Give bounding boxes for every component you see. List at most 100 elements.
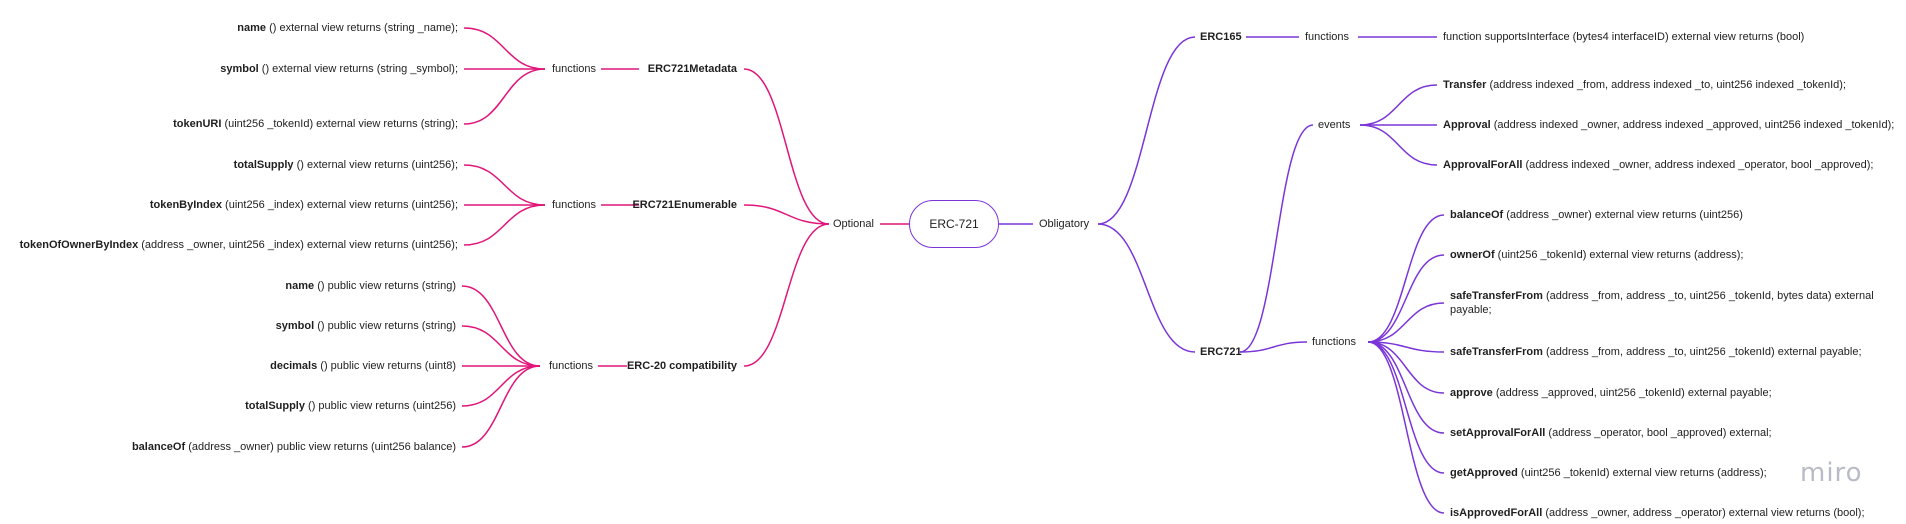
branch-optional[interactable]: Optional bbox=[833, 217, 874, 231]
leaf-rest: () external view returns (string _name); bbox=[266, 22, 458, 34]
edge-functions-leaf-3 bbox=[1367, 341, 1445, 353]
edge-optional-metadata bbox=[743, 68, 830, 225]
leaf-rest: (address _from, address _to, uint256 _to… bbox=[1542, 346, 1862, 358]
events-label: events bbox=[1318, 119, 1351, 131]
edge-erc20-leaf-4 bbox=[461, 365, 541, 448]
leaf-fn-balanceof[interactable]: balanceOf (address _owner) external view… bbox=[1450, 208, 1743, 222]
edge-events-leaf-2 bbox=[1359, 124, 1438, 166]
leaf-name: safeTransferFrom bbox=[1450, 346, 1543, 358]
leaf-rest: (address indexed _from, address indexed … bbox=[1486, 79, 1846, 91]
leaf-rest: (uint256 _tokenId) external view returns… bbox=[221, 118, 458, 130]
leaf-name: symbol bbox=[275, 320, 315, 332]
edge-erc20-leaf-0 bbox=[461, 285, 541, 367]
leaf-name: Approval bbox=[1443, 119, 1491, 131]
leaf-rest: (uint256 _index) external view returns (… bbox=[221, 199, 458, 211]
leaf-rest: (address _owner, address _operator) exte… bbox=[1542, 507, 1865, 519]
functions-label: functions bbox=[551, 199, 596, 211]
edge-functions-leaf-5 bbox=[1367, 341, 1445, 434]
leaf-rest: () external view returns (uint256); bbox=[293, 159, 458, 171]
edge-events-leaf-0 bbox=[1359, 84, 1438, 126]
leaf-name: tokenOfOwnerByIndex bbox=[19, 239, 139, 251]
leaf-fn-ownerof[interactable]: ownerOf (uint256 _tokenId) external view… bbox=[1450, 248, 1743, 262]
branch-optional-label: Optional bbox=[833, 218, 874, 230]
leaf-metadata-symbol[interactable]: symbol () external view returns (string … bbox=[220, 62, 458, 76]
leaf-name: balanceOf bbox=[131, 441, 186, 453]
leaf-event-transfer[interactable]: Transfer (address indexed _from, address… bbox=[1443, 78, 1846, 92]
leaf-fn-safetransferfrom[interactable]: safeTransferFrom (address _from, address… bbox=[1450, 345, 1862, 359]
group-erc721[interactable]: ERC721 bbox=[1200, 345, 1242, 359]
group-erc20-compatibility-label: ERC-20 compatibility bbox=[626, 360, 737, 372]
leaf-fn-isapprovedforall[interactable]: isApprovedForAll (address _owner, addres… bbox=[1450, 506, 1865, 520]
leaf-fn-getapproved[interactable]: getApproved (uint256 _tokenId) external … bbox=[1450, 466, 1767, 480]
group-erc721metadata[interactable]: ERC721Metadata bbox=[648, 62, 737, 76]
erc721-events[interactable]: events bbox=[1318, 118, 1350, 132]
leaf-rest: () public view returns (string) bbox=[314, 280, 456, 292]
leaf-enumerable-tokenofownerbyindex[interactable]: tokenOfOwnerByIndex (address _owner, uin… bbox=[20, 238, 458, 252]
leaf-erc20-totalsupply[interactable]: totalSupply () public view returns (uint… bbox=[245, 399, 456, 413]
functions-label: functions bbox=[1312, 336, 1357, 348]
group-erc165-label: ERC165 bbox=[1200, 31, 1242, 43]
leaf-name: name bbox=[285, 280, 315, 292]
leaf-fn-approve[interactable]: approve (address _approved, uint256 _tok… bbox=[1450, 386, 1772, 400]
functions-label: functions bbox=[1305, 31, 1350, 43]
leaf-name: Transfer bbox=[1443, 79, 1487, 91]
edge-enumerable-leaf-2 bbox=[463, 204, 546, 246]
leaf-name: tokenByIndex bbox=[149, 199, 222, 211]
group-erc721enumerable[interactable]: ERC721Enumerable bbox=[632, 198, 737, 212]
functions-label: functions bbox=[548, 360, 593, 372]
root-node-erc721[interactable]: ERC-721 bbox=[909, 200, 999, 248]
edge-functions-leaf-6 bbox=[1367, 341, 1445, 474]
branch-obligatory[interactable]: Obligatory bbox=[1039, 217, 1089, 231]
edge-functions-leaf-1 bbox=[1367, 254, 1445, 343]
leaf-rest: (address indexed _owner, address indexed… bbox=[1522, 159, 1874, 171]
edge-metadata-leaf-0 bbox=[463, 27, 546, 70]
group-erc165[interactable]: ERC165 bbox=[1200, 30, 1242, 44]
leaf-rest: () public view returns (uint256) bbox=[304, 400, 456, 412]
erc721-functions[interactable]: functions bbox=[1312, 335, 1356, 349]
leaf-rest: (address _owner, uint256 _index) externa… bbox=[138, 239, 458, 251]
group-erc721-label: ERC721 bbox=[1200, 346, 1242, 358]
optional-functions-enumerable[interactable]: functions bbox=[552, 198, 596, 212]
leaf-erc20-name[interactable]: name () public view returns (string) bbox=[285, 279, 456, 293]
leaf-erc20-symbol[interactable]: symbol () public view returns (string) bbox=[276, 319, 456, 333]
leaf-fn-safetransferfrom-data[interactable]: safeTransferFrom (address _from, address… bbox=[1450, 289, 1880, 317]
leaf-name: ApprovalForAll bbox=[1443, 159, 1523, 171]
leaf-metadata-tokenuri[interactable]: tokenURI (uint256 _tokenId) external vie… bbox=[173, 117, 458, 131]
leaf-enumerable-tokenbyindex[interactable]: tokenByIndex (uint256 _index) external v… bbox=[150, 198, 458, 212]
leaf-name: balanceOf bbox=[1450, 209, 1504, 221]
leaf-name: ownerOf bbox=[1450, 249, 1495, 261]
functions-label: functions bbox=[551, 63, 596, 75]
leaf-name: isApprovedForAll bbox=[1450, 507, 1543, 519]
group-erc721metadata-label: ERC721Metadata bbox=[647, 63, 737, 75]
edge-functions-leaf-7 bbox=[1367, 341, 1445, 514]
group-erc20-compatibility[interactable]: ERC-20 compatibility bbox=[627, 359, 737, 373]
edge-optional-erc20 bbox=[743, 223, 830, 367]
edge-erc20-leaf-1 bbox=[461, 325, 541, 367]
leaf-name: safeTransferFrom bbox=[1450, 290, 1543, 302]
leaf-rest: (uint256 _tokenId) external view returns… bbox=[1517, 467, 1767, 479]
miro-logo: miro bbox=[1800, 458, 1863, 488]
branch-obligatory-label: Obligatory bbox=[1039, 218, 1090, 230]
leaf-fn-setapprovalforall[interactable]: setApprovalForAll (address _operator, bo… bbox=[1450, 426, 1772, 440]
leaf-enumerable-totalsupply[interactable]: totalSupply () external view returns (ui… bbox=[234, 158, 458, 172]
leaf-metadata-name[interactable]: name () external view returns (string _n… bbox=[237, 21, 458, 35]
leaf-name: name bbox=[237, 22, 267, 34]
erc165-functions[interactable]: functions bbox=[1305, 30, 1349, 44]
leaf-event-approvalforall[interactable]: ApprovalForAll (address indexed _owner, … bbox=[1443, 158, 1873, 172]
leaf-rest: (uint256 _tokenId) external view returns… bbox=[1494, 249, 1744, 261]
leaf-supportsinterface[interactable]: function supportsInterface (bytes4 inter… bbox=[1443, 30, 1804, 44]
leaf-event-approval[interactable]: Approval (address indexed _owner, addres… bbox=[1443, 118, 1894, 132]
leaf-erc20-balanceof[interactable]: balanceOf (address _owner) public view r… bbox=[132, 440, 456, 454]
edge-erc721-functions bbox=[1239, 341, 1308, 353]
leaf-name: setApprovalForAll bbox=[1450, 427, 1546, 439]
leaf-erc20-decimals[interactable]: decimals () public view returns (uint8) bbox=[270, 359, 456, 373]
leaf-rest: () external view returns (string _symbol… bbox=[258, 63, 458, 75]
leaf-name: tokenURI bbox=[173, 118, 222, 130]
optional-functions-metadata[interactable]: functions bbox=[552, 62, 596, 76]
leaf-name: totalSupply bbox=[233, 159, 294, 171]
optional-functions-erc20[interactable]: functions bbox=[549, 359, 593, 373]
leaf-name: symbol bbox=[220, 63, 259, 75]
leaf-name: approve bbox=[1450, 387, 1493, 399]
leaf-rest: (address _operator, bool _approved) exte… bbox=[1545, 427, 1772, 439]
